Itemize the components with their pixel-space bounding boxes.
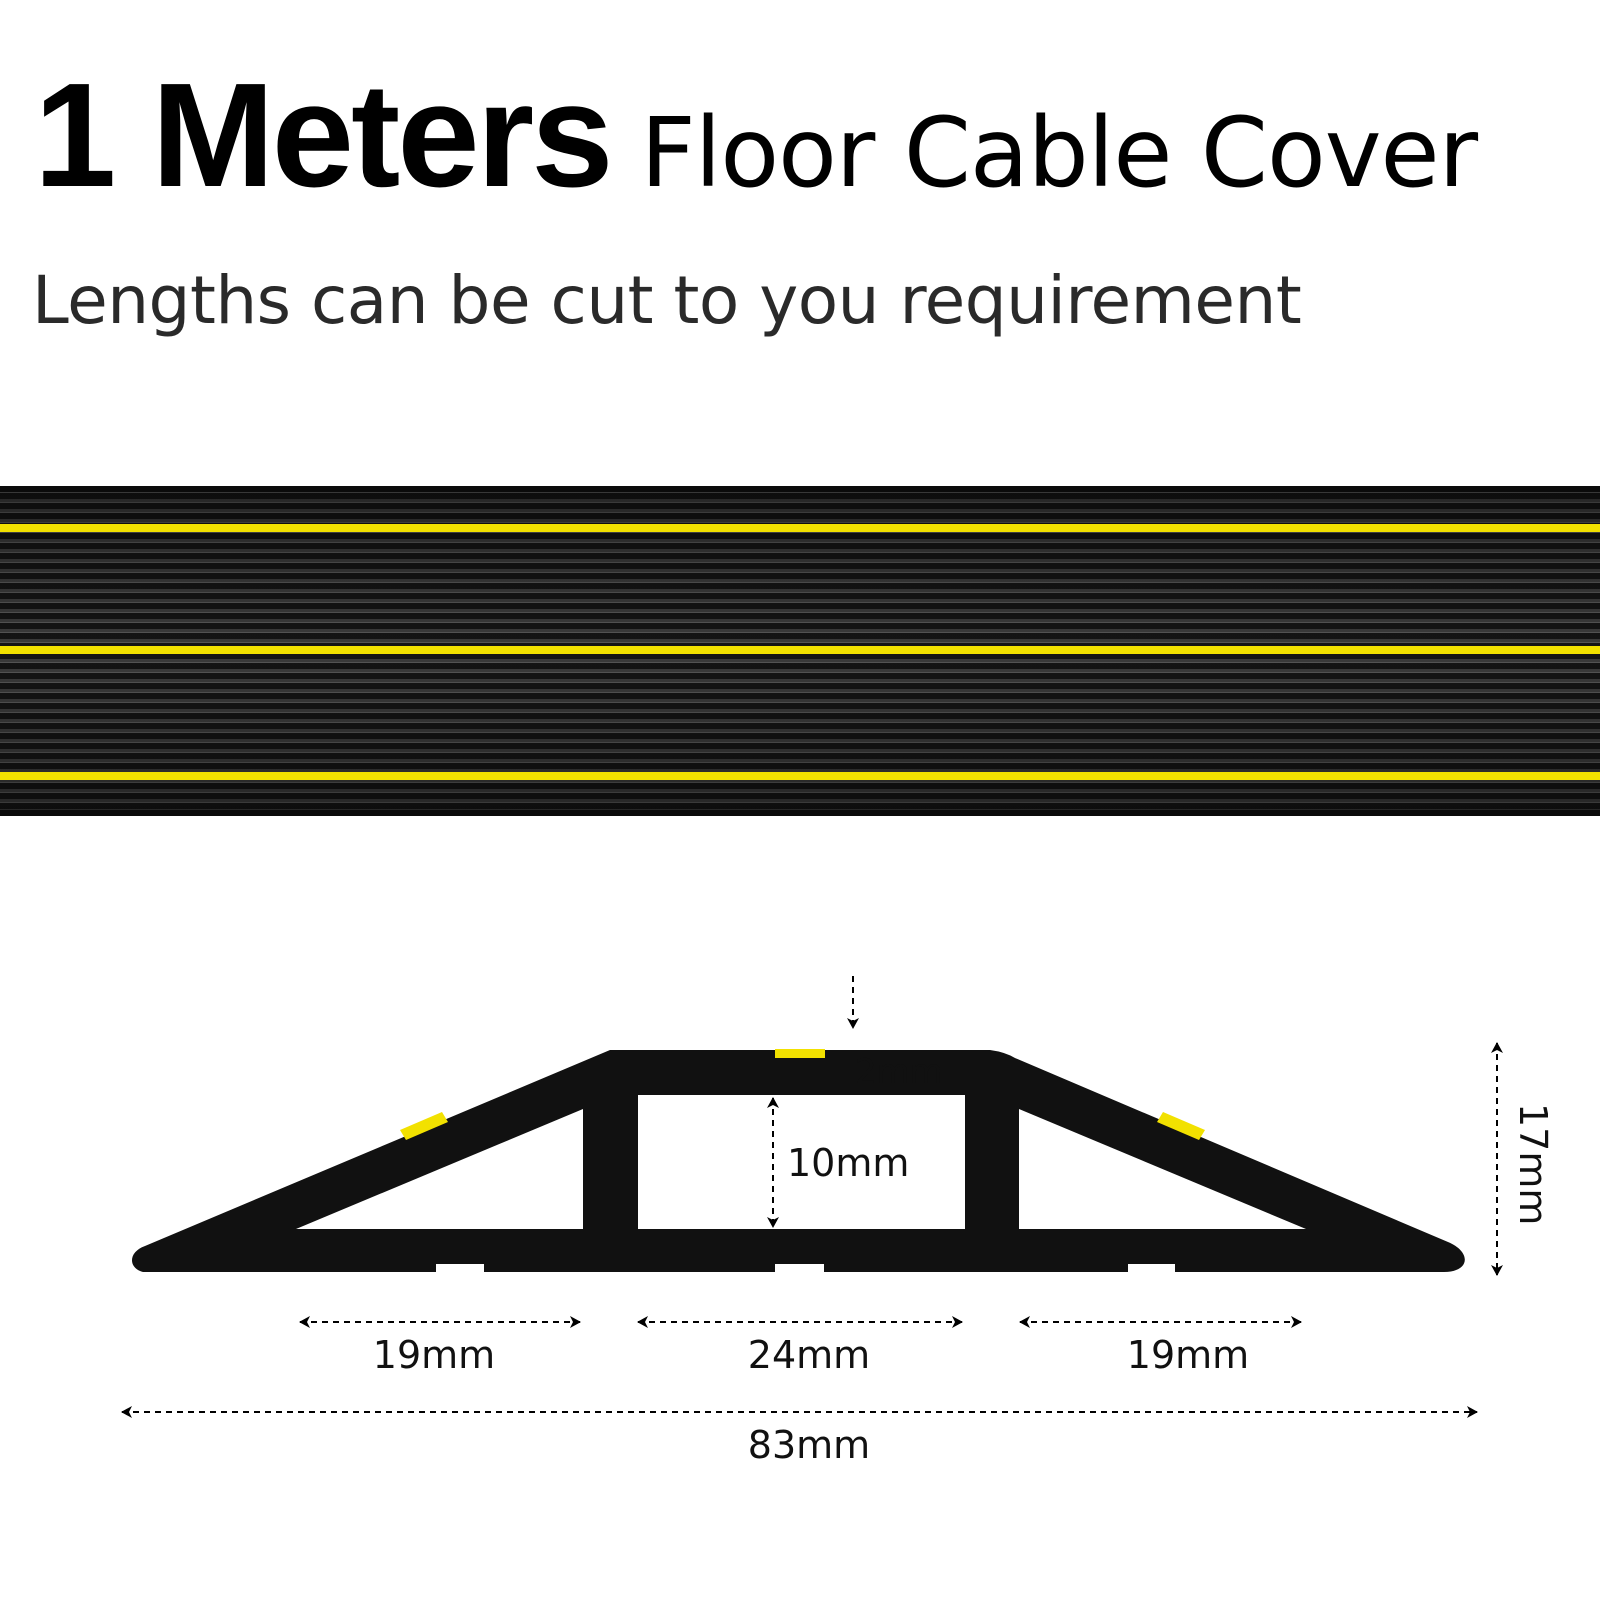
headline-product: Floor Cable Cover [640,97,1478,209]
right-cavity [1019,1109,1306,1229]
cable-cover-strip-image [0,486,1600,816]
yellow-stripe-bottom [0,772,1600,780]
yellow-mark-top [775,1049,825,1058]
yellow-mark-right [1157,1112,1205,1140]
label-total-height: 17mm [1511,1103,1555,1225]
label-right-ramp: 19mm [1127,1333,1249,1377]
left-cavity [296,1109,583,1229]
label-left-ramp: 19mm [373,1333,495,1377]
yellow-stripe-middle [0,646,1600,654]
center-channel [638,1095,965,1229]
yellow-stripe-top [0,524,1600,532]
cross-section-diagram: 2mm 10mm 17mm 19mm 24mm 19mm 83mm [121,976,1555,1467]
label-channel-width: 24mm [748,1333,870,1377]
yellow-mark-left [400,1112,448,1140]
label-total-width: 83mm [748,1423,870,1467]
subtitle: Lengths can be cut to you requirement [32,262,1302,339]
label-channel-height: 10mm [787,1141,909,1185]
headline-length: 1 Meters [34,53,614,218]
label-top-thickness: 2mm [855,1052,943,1092]
